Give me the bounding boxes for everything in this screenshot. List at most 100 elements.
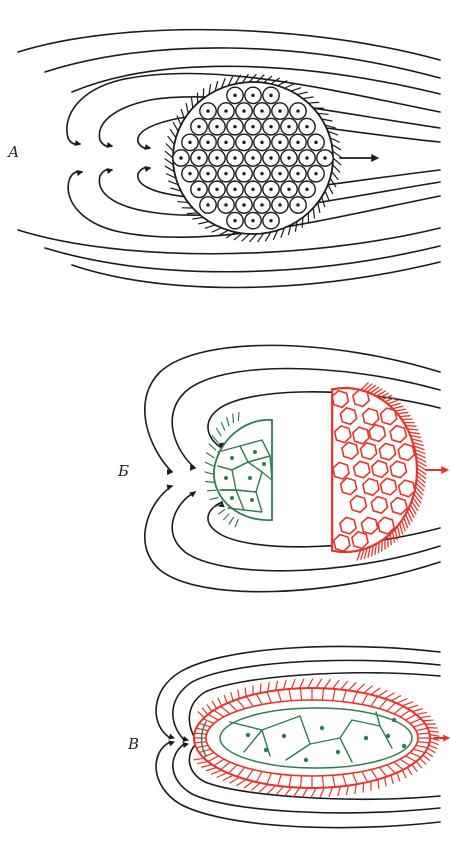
cilium xyxy=(170,129,176,137)
arrow-head xyxy=(107,169,112,173)
cilium xyxy=(316,679,321,688)
cilium xyxy=(218,698,222,706)
ectoderm-cell xyxy=(369,425,385,442)
cilium xyxy=(412,764,417,771)
cell-nucleus xyxy=(296,172,299,175)
cilium xyxy=(429,745,437,749)
ectoderm-cell xyxy=(381,408,397,425)
ectoderm-cell xyxy=(350,496,366,513)
cilium xyxy=(402,702,412,706)
cilium xyxy=(391,775,393,783)
cilium xyxy=(192,98,193,108)
cell-nucleus xyxy=(242,172,245,175)
embryo-c-endoderm xyxy=(220,708,412,768)
cell-nucleus xyxy=(305,156,308,159)
ectoderm-cell xyxy=(390,426,406,443)
endoderm-nucleus xyxy=(248,476,252,480)
cell-nucleus xyxy=(215,125,218,128)
cilium xyxy=(205,225,215,228)
ectoderm-cell xyxy=(379,443,395,460)
endoderm-nucleus xyxy=(402,744,406,748)
panel-label-c: В xyxy=(128,735,139,753)
cilium xyxy=(303,97,313,99)
cilium xyxy=(205,462,213,466)
cilium xyxy=(371,688,380,695)
cilium xyxy=(328,185,333,194)
cilium xyxy=(397,773,400,781)
cilium xyxy=(332,680,339,688)
ectoderm-cell xyxy=(390,461,406,478)
cilium xyxy=(238,690,239,699)
streamline xyxy=(45,246,440,272)
cilium xyxy=(302,788,307,797)
cilium xyxy=(308,679,313,688)
endoderm-nucleus xyxy=(392,718,396,722)
ectoderm-cell xyxy=(363,409,379,426)
ectoderm-cell xyxy=(340,517,356,534)
cilium xyxy=(390,403,400,406)
ectoderm-cell xyxy=(352,532,368,549)
arrow-head xyxy=(190,492,195,496)
cilium xyxy=(378,690,387,696)
cilium xyxy=(229,517,233,524)
cilium xyxy=(412,709,422,712)
cell-nucleus xyxy=(269,125,272,128)
endoderm-nucleus xyxy=(304,758,308,762)
cilium xyxy=(209,444,216,450)
cell-nucleus xyxy=(251,156,254,159)
arrow-head xyxy=(183,737,188,741)
cilium xyxy=(330,178,336,186)
cilium xyxy=(260,784,268,791)
cilium xyxy=(205,472,213,474)
cell-nucleus xyxy=(233,156,236,159)
cell-nucleus xyxy=(197,125,200,128)
streamline xyxy=(18,30,440,60)
cell-nucleus xyxy=(233,188,236,191)
ectoderm-cell xyxy=(398,444,414,461)
arrow-head xyxy=(107,143,112,147)
arrow-head xyxy=(145,167,150,171)
panel-c-group xyxy=(156,646,449,827)
cilium xyxy=(199,221,209,223)
cell-nucleus xyxy=(197,188,200,191)
cell-nucleus xyxy=(233,94,236,97)
cell-nucleus xyxy=(206,109,209,112)
endoderm-nucleus xyxy=(336,750,340,754)
endoderm-nucleus xyxy=(246,733,250,737)
cell-nucleus xyxy=(260,141,263,144)
cilium xyxy=(300,679,304,688)
cell-nucleus xyxy=(287,188,290,191)
cell-nucleus xyxy=(242,203,245,206)
ectoderm-cell xyxy=(342,442,358,459)
arrow-head xyxy=(167,485,172,489)
endoderm-nucleus xyxy=(320,726,324,730)
cilium xyxy=(400,416,410,417)
cell-nucleus xyxy=(269,156,272,159)
cell-nucleus xyxy=(269,219,272,222)
cilium xyxy=(407,705,417,708)
cilium xyxy=(430,741,439,744)
cilium xyxy=(233,414,234,422)
cell-nucleus xyxy=(242,109,245,112)
cilium xyxy=(268,786,276,794)
cell-nucleus xyxy=(296,141,299,144)
ectoderm-cell xyxy=(371,497,387,514)
cilium xyxy=(329,787,332,796)
cilium xyxy=(202,764,212,767)
cilium xyxy=(291,88,301,91)
ectoderm-cell xyxy=(378,517,394,534)
arrow-head xyxy=(190,465,195,470)
cell-nucleus xyxy=(251,188,254,191)
cilium xyxy=(388,536,389,547)
cell-nucleus xyxy=(206,141,209,144)
cilium xyxy=(397,412,407,413)
cilium xyxy=(212,228,222,232)
cilium xyxy=(284,84,294,88)
cilium xyxy=(416,761,421,767)
cilium xyxy=(363,783,364,792)
cilium xyxy=(210,497,218,499)
cilium xyxy=(165,151,173,158)
cell-nucleus xyxy=(314,172,317,175)
cilium xyxy=(193,217,203,219)
